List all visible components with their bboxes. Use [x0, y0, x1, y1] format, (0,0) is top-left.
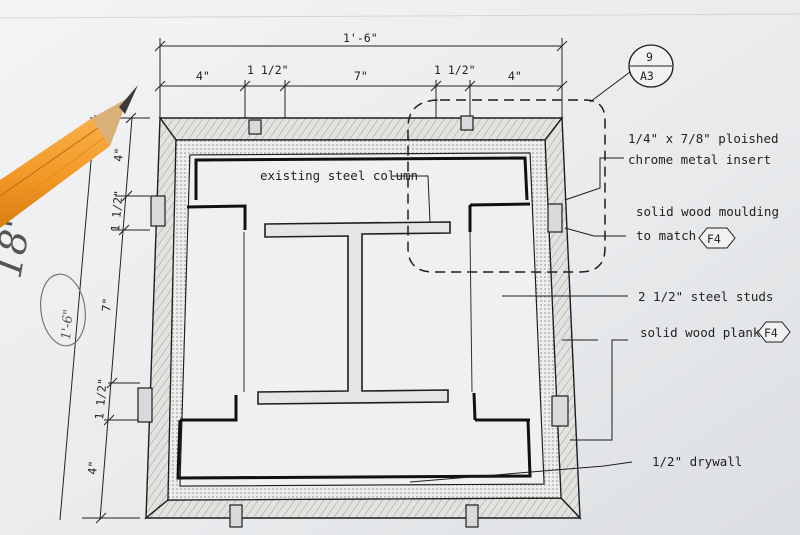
dim-left-1-1-2-bottom: 1 1/2"	[92, 378, 110, 421]
dim-top-right-1-1-2: 1 1/2"	[434, 63, 476, 77]
detail-tag: 9 A3	[628, 44, 674, 88]
moulding-tag-text: F4	[707, 232, 721, 246]
label-moulding-line-1: solid wood moulding	[636, 204, 779, 219]
label-drywall: 1/2" drywall	[652, 454, 742, 469]
dim-top-left-4: 4"	[196, 69, 210, 83]
leader-lines	[392, 157, 633, 483]
label-insert-line-1: 1/4" x 7/8" ploished	[628, 131, 779, 146]
label-existing-steel-column: existing steel column	[260, 168, 418, 183]
plank-finish-tag: F4	[757, 321, 791, 343]
metal-inserts	[137, 115, 569, 528]
dim-left-4-top: 4"	[111, 147, 126, 162]
dim-overall-top: 1'-6"	[343, 31, 378, 45]
top-dimension-chain	[154, 38, 568, 118]
dim-left-1-1-2-top: 1 1/2"	[108, 190, 126, 233]
dim-top-left-1-1-2: 1 1/2"	[247, 63, 289, 77]
dim-left-7: 7"	[99, 297, 114, 312]
detail-tag-number: 9	[646, 50, 653, 64]
steel-column-ibeam	[257, 221, 451, 405]
label-moulding-line-2: to match	[636, 228, 696, 243]
label-steel-studs: 2 1/2" steel studs	[638, 289, 773, 304]
detail-callout-cloud	[407, 99, 606, 273]
dim-top-right-4: 4"	[508, 69, 522, 83]
label-solid-wood-plank: solid wood plank	[640, 325, 761, 340]
dim-top-center-7: 7"	[354, 69, 368, 83]
left-dimension-chain	[59, 112, 150, 524]
moulding-finish-tag: F4	[698, 227, 736, 249]
dim-left-4-bottom: 4"	[85, 460, 100, 475]
handwritten-circle	[40, 273, 86, 347]
pencil	[0, 85, 138, 228]
plank-tag-text: F4	[764, 326, 778, 340]
detail-tag-sheet: A3	[640, 69, 654, 83]
steel-studs	[176, 156, 532, 480]
handwritten-circled-note: 1'-6"	[59, 309, 77, 341]
label-insert-line-2: chrome metal insert	[628, 152, 771, 167]
